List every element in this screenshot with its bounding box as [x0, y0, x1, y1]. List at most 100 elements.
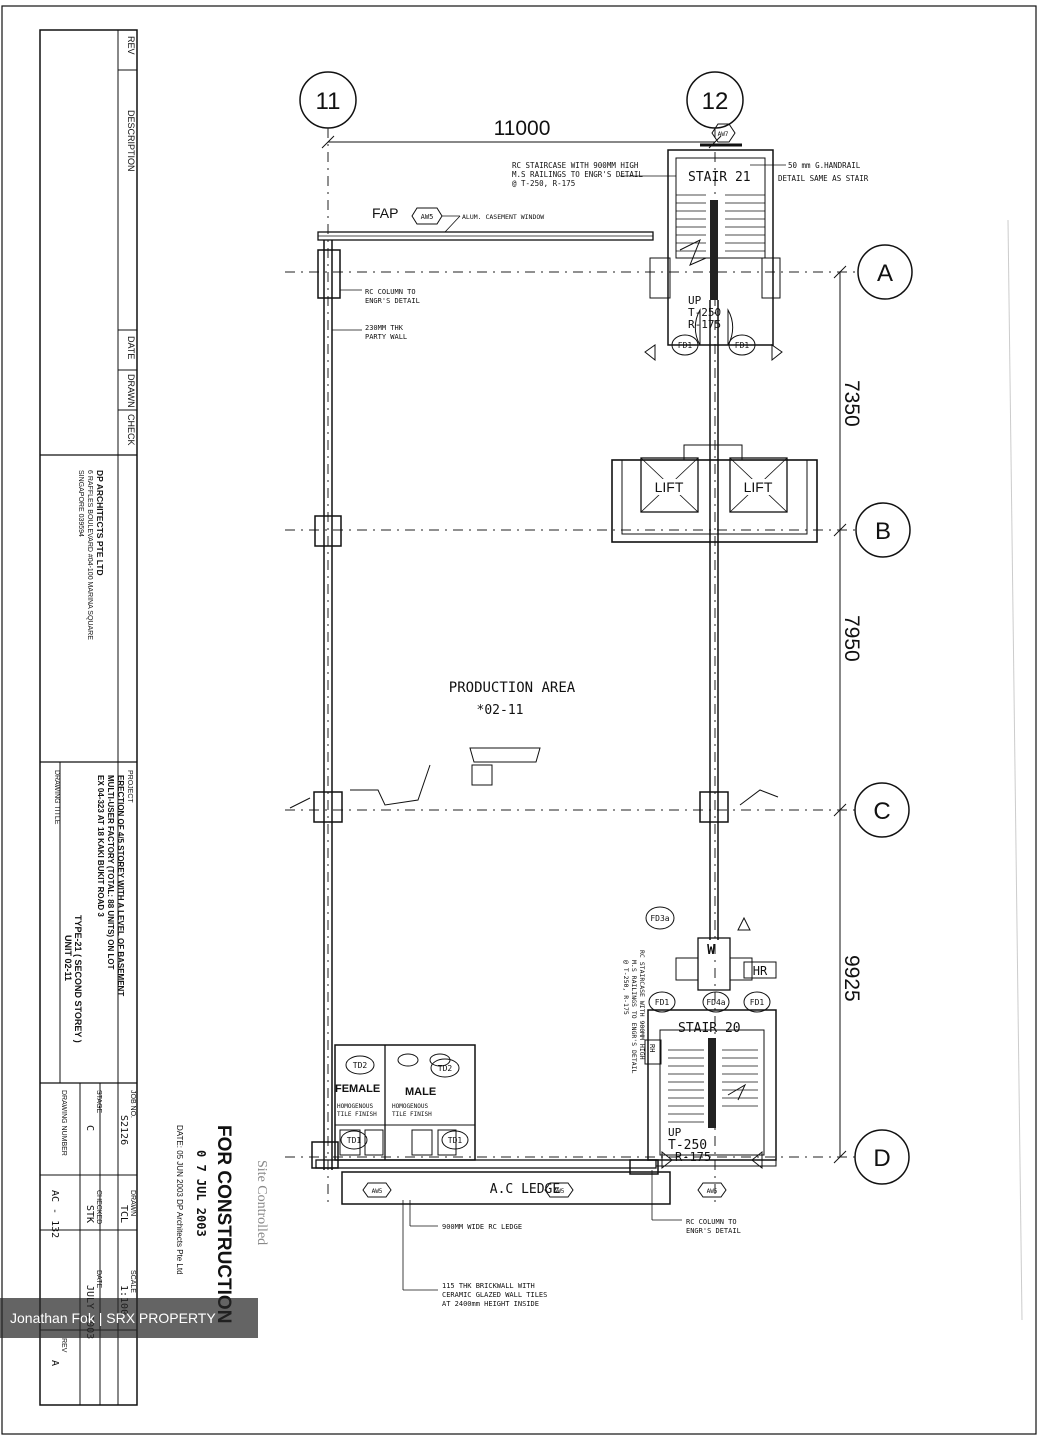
tb-scale-label: SCALE — [129, 1270, 136, 1293]
svg-text:@ T-250, R-175: @ T-250, R-175 — [512, 179, 575, 188]
sheet-edge — [1007, 219, 1023, 1321]
svg-text:FD1: FD1 — [655, 998, 670, 1007]
lift-shaft-1 — [640, 457, 699, 513]
construction-stamp: FOR CONSTRUCTION 0 7 JUL 2003 DATE: 05 J… — [175, 1125, 269, 1323]
lift-core: LIFT LIFT — [611, 444, 818, 543]
svg-text:RC COLUMN TO: RC COLUMN TO — [365, 288, 416, 296]
tb-checked: STK — [84, 1205, 95, 1223]
stair-21: STAIR 21 UP T-250 R-175 FD1 FD1 AW7 — [644, 123, 783, 362]
grid-label-12: 12 — [702, 88, 729, 115]
column-c11 — [313, 791, 343, 823]
tb-checked-label: CHECKED — [95, 1190, 102, 1224]
tb-job-no: S2126 — [118, 1115, 129, 1145]
svg-text:AW5: AW5 — [707, 1188, 718, 1195]
svg-text:RC STAIRCASE WITH 900MM HIGH: RC STAIRCASE WITH 900MM HIGH — [638, 950, 646, 1060]
grid-rows: A B C D 7350 7950 9925 — [285, 244, 913, 1185]
stair-20-tread: T-250 — [668, 1138, 707, 1153]
column-a11 — [317, 249, 341, 299]
svg-text:115 THK BRICKWALL WITH: 115 THK BRICKWALL WITH — [442, 1282, 535, 1290]
fd3a-tag — [645, 906, 675, 930]
tb-drawing-title-2: UNIT 02-11 — [63, 935, 73, 981]
stair-20-label: STAIR 20 — [678, 1021, 741, 1036]
grid-label-d: D — [873, 1145, 890, 1172]
grid-label-b: B — [875, 518, 891, 545]
toilets: TD2 TD2 TD1 TD1 FEMALE MALE HOMOGENOUS T… — [334, 1044, 476, 1161]
grid-label-c: C — [873, 798, 890, 825]
grid-label-11: 11 — [316, 88, 341, 115]
stamp-for-construction: FOR CONSTRUCTION — [213, 1125, 234, 1323]
svg-text:FD1: FD1 — [678, 341, 693, 350]
fd1-tag-b — [728, 334, 756, 356]
ac-ledge-label: A.C LEDGE — [490, 1182, 560, 1197]
grid-bubble-d — [854, 1129, 910, 1185]
column-d11 — [311, 1141, 339, 1169]
svg-text:FD4a: FD4a — [706, 998, 725, 1007]
stair-21-up: UP — [688, 294, 702, 307]
stair-21-riser: R-175 — [688, 318, 721, 331]
tb-date-header: DATE — [126, 336, 136, 359]
stair-20-notes: RC STAIRCASE WITH 900MM HIGH M.S RAILING… — [622, 950, 646, 1074]
grid-label-a: A — [877, 260, 893, 287]
watermark: Jonathan Fok | SRX PROPERTY — [0, 1298, 258, 1338]
svg-text:ENGR'S DETAIL: ENGR'S DETAIL — [686, 1227, 741, 1235]
tb-architect-address: 6 RAFFLES BOULEVARD #04-100 MARINA SQUAR… — [86, 470, 93, 640]
stamp-line: DATE: 05 JUN 2003 DP Architects Pte Ltd — [175, 1125, 184, 1275]
fd1-tag-d — [743, 991, 771, 1013]
svg-text:AW5: AW5 — [372, 1188, 383, 1195]
stair-20: W HR FD3a FD1 FD4a FD1 STAIR 20 RH UP T-… — [644, 906, 777, 1170]
svg-text:ALUM. CASEMENT WINDOW: ALUM. CASEMENT WINDOW — [462, 213, 544, 221]
tb-description-header: DESCRIPTION — [126, 110, 136, 172]
ac-ledge: A.C LEDGE AW5 AW5 AW5 900MM WIDE RC LEDG… — [341, 1170, 741, 1308]
td1-tag-a — [340, 1130, 368, 1150]
fd4a-tag — [702, 991, 730, 1013]
female-label: FEMALE — [335, 1083, 380, 1095]
stair-21-label: STAIR 21 — [688, 170, 751, 185]
tb-project-label: PROJECT — [126, 770, 133, 803]
svg-text:AW5: AW5 — [421, 213, 434, 221]
unit-number: *02-11 — [477, 703, 524, 718]
tb-rev-value: A — [49, 1360, 60, 1366]
svg-text:TILE FINISH: TILE FINISH — [392, 1111, 432, 1118]
svg-text:RC COLUMN TO: RC COLUMN TO — [686, 1218, 737, 1226]
stamp-date: 0 7 JUL 2003 — [194, 1150, 208, 1237]
dim-cd: 9925 — [840, 955, 863, 1002]
fap-label: FAP — [372, 205, 398, 221]
tb-project-line-3: EX 04-323 AT 18 KAKI BUKIT ROAD 3 — [96, 775, 105, 917]
svg-text:PARTY WALL: PARTY WALL — [365, 333, 407, 341]
svg-text:HOMOGENOUS: HOMOGENOUS — [392, 1103, 429, 1110]
svg-text:TILE FINISH: TILE FINISH — [337, 1111, 377, 1118]
td1-tag-b — [441, 1130, 469, 1150]
lift-1-label: LIFT — [655, 479, 684, 495]
tb-drawing-number: AC - 132 — [49, 1190, 60, 1238]
tb-drawn-by: TCL — [118, 1205, 129, 1223]
lift-shaft-2 — [729, 457, 788, 513]
tb-drawing-title-1: TYPE-21 ( SECOND STOREY ) — [73, 915, 83, 1043]
svg-text:230MM THK: 230MM THK — [365, 324, 404, 332]
tb-project-line-2: MULTI-USER FACTORY (TOTAL: 88 UNITS) ON … — [106, 775, 115, 970]
tb-drawing-title-label: DRAWING TITLE — [53, 770, 60, 825]
rh-box — [644, 1039, 662, 1065]
lift-2-label: LIFT — [744, 479, 773, 495]
svg-text:FD3a: FD3a — [650, 914, 669, 923]
svg-text:ENGR'S DETAIL: ENGR'S DETAIL — [365, 297, 420, 305]
aw5-tag-b — [362, 1182, 392, 1198]
td2-tag-b — [430, 1058, 460, 1078]
tb-architect-name: DP ARCHITECTS PTE LTD — [95, 470, 105, 576]
svg-text:50 mm G.HANDRAIL: 50 mm G.HANDRAIL — [788, 161, 861, 170]
site-controlled-stamp: Site Controlled — [254, 1160, 269, 1245]
column-d12 — [629, 1159, 659, 1175]
dim-bc: 7950 — [840, 615, 863, 662]
ledge-note: 900MM WIDE RC LEDGE — [442, 1223, 522, 1231]
column-c12 — [699, 791, 729, 823]
aw7-tag — [711, 123, 736, 143]
aw5-tag-d — [697, 1182, 727, 1198]
male-label: MALE — [405, 1086, 436, 1098]
svg-text:RC STAIRCASE WITH 900MM HIGH: RC STAIRCASE WITH 900MM HIGH — [512, 161, 639, 170]
w-label: W — [707, 943, 715, 958]
svg-text:M.S RAILINGS TO ENGR'S DETAIL: M.S RAILINGS TO ENGR'S DETAIL — [512, 170, 643, 179]
tb-stage: C — [84, 1125, 95, 1131]
svg-text:@ T-250, R-175: @ T-250, R-175 — [622, 960, 630, 1015]
svg-text:AT 2400mm HEIGHT INSIDE: AT 2400mm HEIGHT INSIDE — [442, 1300, 539, 1308]
grid-bubble-c — [854, 782, 910, 838]
sheet-border — [1, 5, 1037, 1435]
